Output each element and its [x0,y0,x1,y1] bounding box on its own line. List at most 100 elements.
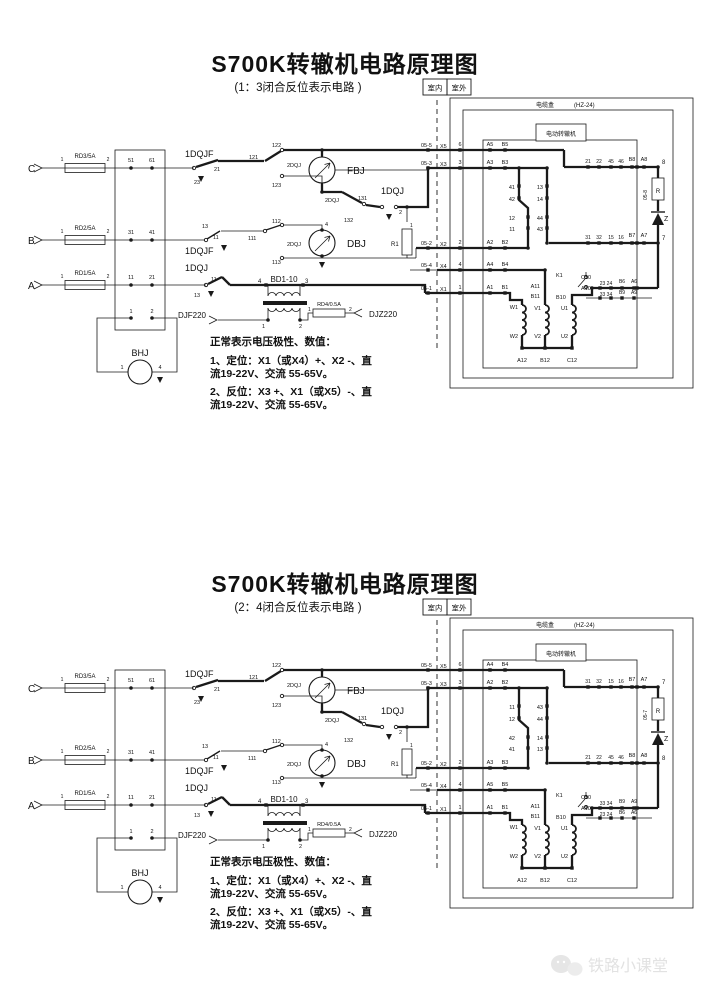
terminal-square [609,296,613,300]
terminal-square [597,685,601,689]
schematic-label: B10 [556,815,566,821]
schematic-label: A9 [631,290,637,296]
wire [96,317,131,373]
note-line: 流19-22V、交流 55-65V。 [210,398,333,411]
terminal-square [619,241,623,245]
note-line: 1、定位：X1（或X4）+、X2 -、直 [210,874,372,887]
contact-terminal [203,237,209,243]
schematic-label: U2 [561,334,568,340]
relay-coil-icon [308,749,336,777]
junction-dot [543,268,547,272]
schematic-label: A12 [517,878,527,884]
schematic-label: B9 [619,290,625,296]
motor-winding-coil [571,304,577,336]
schematic-label: U1 [561,826,568,832]
terminal-square [301,803,305,807]
schematic-label: K1 [556,273,563,279]
schematic-label: 43 [537,227,543,233]
schematic-label: A2 [487,680,494,686]
schematic-label: 05-2 [421,241,432,247]
schematic-label: 2 [150,829,153,835]
junction-dot [517,166,521,170]
schematic-label: B11 [531,294,540,300]
schematic-label: 22 [596,159,602,165]
schematic-label: B8 [629,753,636,759]
schematic-label: B5 [502,142,509,148]
schematic-label: B12 [540,358,550,364]
schematic-label: BHJ [131,348,148,358]
terminal-square [545,716,549,720]
schematic-label: X3 [440,682,447,688]
schematic-label: 2 [458,240,461,246]
schematic-label: 11 [128,275,134,281]
terminal-square [642,761,646,765]
schematic-label: 31 [128,750,134,756]
wire-bold [517,688,530,768]
terminal-square [426,811,430,815]
schematic-label: 1 [308,827,311,833]
wire [314,755,331,772]
junction-dot [298,838,302,842]
schematic-label: 45 [608,755,614,761]
schematic-label: 44 [537,216,543,222]
terminal-square [635,761,639,765]
schematic-label: 21 [585,159,591,165]
schematic-label: 42 [509,197,515,203]
schematic-box [535,123,587,142]
schematic-label: FBJ [347,686,365,697]
junction-dot [150,316,154,320]
schematic-label: A10 [581,806,591,812]
motor-winding-coil [521,824,527,856]
terminal-square [570,346,574,350]
contact-arrow-icon [386,734,392,740]
junction-dot [526,246,530,250]
wire [328,682,331,689]
junction-dot [320,710,324,714]
schematic-label: 1DQJ [185,263,208,273]
schematic-label: 2 [458,760,461,766]
wire [33,755,43,765]
wire [283,744,323,750]
schematic-label: 1 [120,885,123,891]
schematic-label: B7 [629,233,636,239]
schematic-label: 05-1 [421,286,432,292]
schematic-label: 41 [509,185,515,191]
motor-winding-coil [544,304,550,336]
schematic-label: A [28,801,35,812]
junction-dot [405,725,409,729]
terminal-square [526,735,530,739]
note-line: 正常表示电压极性、数值： [210,335,336,348]
wire-bold [341,710,363,725]
junction-dot [656,241,660,245]
schematic-label: 21 [149,275,155,281]
schematic-label: 113 [272,780,281,786]
schematic-box [462,109,674,379]
schematic-label: 05-8 [643,190,649,200]
terminal-square [503,148,507,152]
terminal-square [609,761,613,765]
wire [314,682,331,699]
schematic-label: 4 [325,222,328,228]
schematic-label: 2 [107,677,110,683]
schematic-label: C10 [581,275,591,281]
schematic-label: 16 [618,679,624,685]
motor-winding-coil [544,824,550,856]
contact-arrow-icon [208,291,214,297]
contact-arrow-icon [386,214,392,220]
contact-terminal [279,255,285,261]
contact-terminal [393,204,399,210]
schematic-label: 44 [537,717,543,723]
terminal-square [503,268,507,272]
terminal-square [526,746,530,750]
terminal-square [458,291,462,295]
schematic-label: A4 [487,662,494,668]
schematic-box [535,643,587,662]
schematic-label: DBJ [347,239,366,250]
schematic-label: A1 [487,285,494,291]
wire [33,800,43,810]
wire-bold [230,803,427,813]
schematic-label: 电缆盒 [536,621,554,629]
schematic-label: B5 [502,782,509,788]
junction-dot [129,283,133,287]
